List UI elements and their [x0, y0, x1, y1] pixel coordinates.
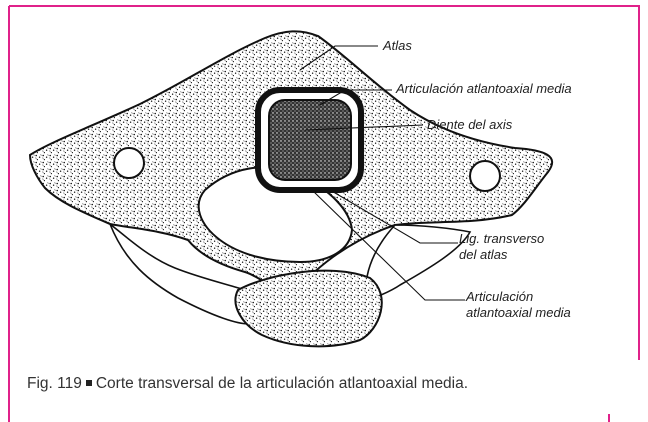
- label-atlas: Atlas: [383, 38, 412, 54]
- transverse-foramen-left: [114, 148, 144, 178]
- label-articulacion-bottom-line2: atlantoaxial media: [466, 305, 571, 321]
- dens-axis: [269, 100, 351, 180]
- transverse-foramen-right: [470, 161, 500, 191]
- figure-number: Fig. 119: [27, 375, 82, 392]
- label-diente: Diente del axis: [427, 117, 512, 133]
- anterior-tubercle: [235, 271, 381, 347]
- label-ligamento-line2: del atlas: [459, 247, 507, 263]
- label-ligamento-line1: Lig. transverso: [459, 231, 544, 247]
- caption-text: Corte transversal de la articulación atl…: [96, 375, 468, 392]
- label-articulacion-bottom-line1: Articulación: [466, 289, 533, 305]
- figure-caption: Fig. 119 Corte transversal de la articula…: [27, 375, 468, 393]
- anterior-arch-right: [366, 225, 470, 300]
- label-articulacion-top: Articulación atlantoaxial media: [396, 81, 572, 97]
- caption-bullet: [86, 380, 92, 386]
